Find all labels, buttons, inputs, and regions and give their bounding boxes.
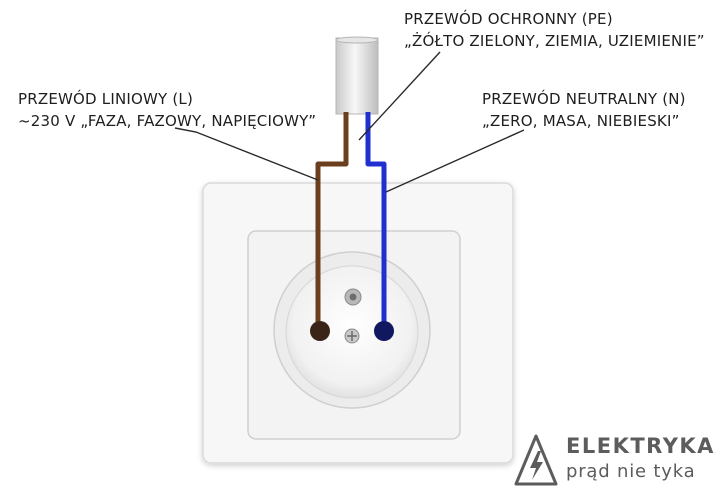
cable-sheath xyxy=(335,37,379,115)
logo-title: ELEKTRYKA xyxy=(566,434,715,458)
earth-pin-tip xyxy=(349,293,357,301)
protective-wire-label: PRZEWÓD OCHRONNY (PE) „ŻÓŁTO ZIELONY, ZI… xyxy=(404,8,705,52)
lightning-bolt-icon xyxy=(530,451,543,480)
line-wire-label-title: PRZEWÓD LINIOWY (L) xyxy=(18,90,194,108)
line-wire-label-desc: ~230 V „FAZA, FAZOWY, NAPIĘCIOWY” xyxy=(18,112,317,130)
line-wire-label: PRZEWÓD LINIOWY (L) ~230 V „FAZA, FAZOWY… xyxy=(18,88,316,132)
warning-triangle-icon xyxy=(514,434,558,486)
protective-wire-label-title: PRZEWÓD OCHRONNY (PE) xyxy=(404,10,613,28)
logo-subtitle: prąd nie tyka xyxy=(566,461,696,482)
leader-line xyxy=(174,127,319,181)
line-wire-brown xyxy=(315,112,349,330)
line-hole xyxy=(310,321,330,341)
cable-end xyxy=(335,36,379,44)
neutral-wire-label-desc: „ZERO, MASA, NIEBIESKI” xyxy=(482,112,680,130)
leader-neutral xyxy=(385,129,525,193)
neutral-hole xyxy=(374,321,394,341)
leader-protective xyxy=(358,51,441,141)
protective-wire-label-desc: „ŻÓŁTO ZIELONY, ZIEMIA, UZIEMIENIE” xyxy=(404,32,705,50)
neutral-wire-label-title: PRZEWÓD NEUTRALNY (N) xyxy=(482,90,686,108)
neutral-wire-blue xyxy=(365,112,387,330)
neutral-wire-label: PRZEWÓD NEUTRALNY (N) „ZERO, MASA, NIEBI… xyxy=(482,88,686,132)
